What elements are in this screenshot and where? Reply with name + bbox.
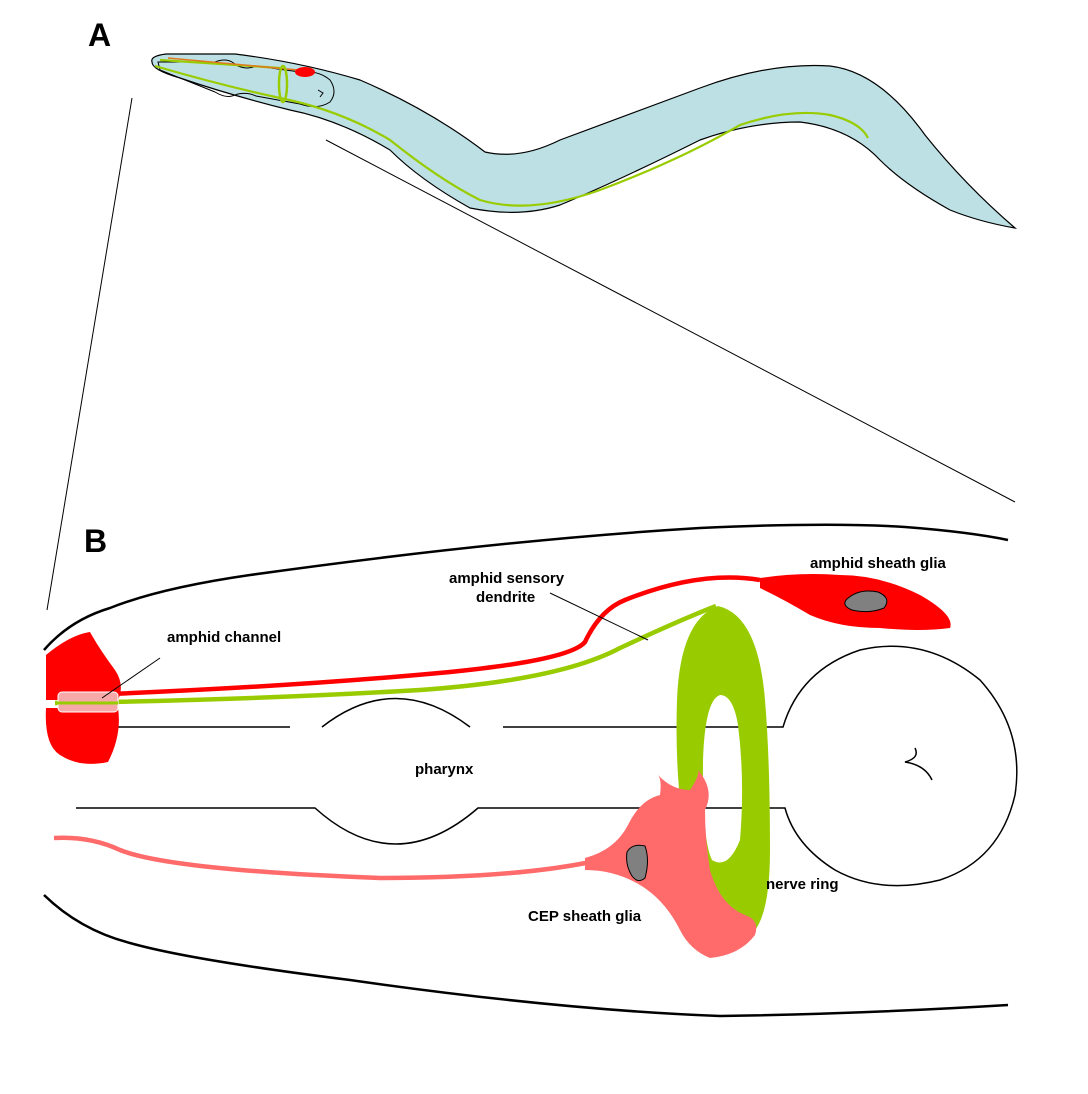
worm-pharynx-lumen: [317, 89, 324, 98]
worm-amphid-sheath-small: [295, 67, 315, 77]
cep-sheath-process: [53, 835, 626, 881]
label-pharynx: pharynx: [415, 761, 474, 778]
amphid-socket-bottom: [45, 708, 119, 764]
label-cep-sheath-glia: CEP sheath glia: [528, 908, 642, 925]
amphid-sheath-process: [109, 575, 761, 697]
panel-a: A: [88, 17, 1018, 229]
amphid-sensory-dendrite: [54, 603, 717, 706]
label-amphid-sensory-dendrite-line1: amphid sensory: [449, 570, 565, 587]
panel-b-letter: B: [84, 523, 107, 559]
worm-amphid-line: [167, 57, 299, 71]
label-nerve-ring: nerve ring: [766, 876, 839, 893]
cuticle-top: [43, 523, 1009, 651]
leader-amphid-dendrite: [549, 592, 649, 641]
label-amphid-channel: amphid channel: [167, 629, 281, 646]
panel-a-letter: A: [88, 17, 111, 53]
zoom-line-left: [46, 97, 133, 611]
amphid-sheath-nucleus: [844, 590, 888, 613]
zoom-line-right: [325, 139, 1016, 503]
worm-nerve-ring: [277, 64, 289, 104]
worm-body: [151, 53, 1018, 229]
cuticle-bottom: [43, 894, 1009, 1018]
cep-sheath-glia-cell: [585, 770, 757, 958]
label-amphid-sensory-dendrite-line2: dendrite: [476, 589, 535, 606]
pharynx-lumen-mark: [904, 747, 933, 781]
amphid-socket-top: [46, 632, 121, 700]
panel-b: B amphid channel amphid sensory dendri: [43, 523, 1018, 1018]
pharynx-outline: [76, 645, 1018, 887]
cep-sheath-nucleus: [626, 844, 648, 882]
leader-amphid-channel: [101, 657, 161, 699]
label-amphid-sheath-glia: amphid sheath glia: [810, 555, 947, 572]
